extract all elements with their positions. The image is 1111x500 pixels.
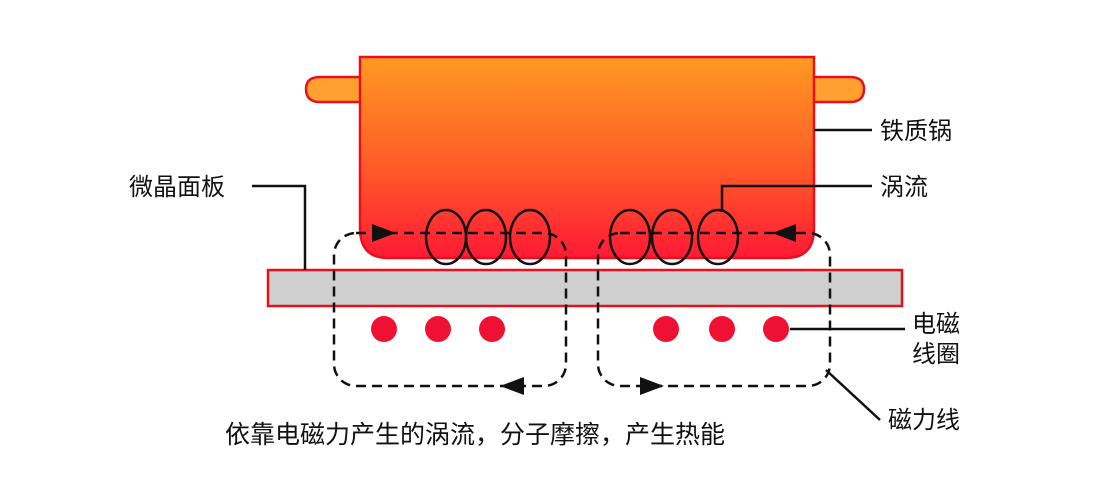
leader-eddy [720, 184, 872, 212]
induction-coil [371, 316, 789, 342]
coil-dot [425, 316, 451, 342]
leader-field [825, 369, 881, 421]
eddy-loop [608, 208, 652, 266]
pot-left-handle [304, 75, 364, 104]
eddy-currents-left [424, 208, 552, 266]
field-arrow-top-left [372, 224, 396, 242]
label-eddy-current: 涡流 [880, 173, 928, 201]
coil-dot [709, 316, 735, 342]
coil-dot [653, 316, 679, 342]
coil-dot [371, 316, 397, 342]
field-arrow-bottom-left [500, 377, 524, 395]
field-loop-left [332, 231, 568, 388]
leader-lines [252, 128, 905, 421]
ceramic-panel [266, 268, 904, 308]
eddy-loop [650, 208, 694, 266]
eddy-loop [508, 208, 552, 266]
field-loop-right [596, 231, 832, 388]
iron-pot [304, 55, 866, 260]
eddy-loop [696, 208, 740, 266]
label-coil-line2: 线圈 [912, 340, 960, 368]
leader-panel [252, 184, 307, 270]
pot-right-handle [810, 75, 866, 104]
label-iron-pot: 铁质锅 [880, 117, 952, 145]
coil-dot [479, 316, 505, 342]
label-ceramic-panel: 微晶面板 [129, 173, 225, 201]
eddy-currents-right [608, 208, 740, 266]
caption: 依靠电磁力产生的涡流，分子摩擦，产生热能 [225, 420, 725, 449]
field-arrow-top-right [772, 224, 796, 242]
coil-dot [763, 316, 789, 342]
eddy-loop [464, 208, 508, 266]
field-arrow-bottom-right [640, 377, 664, 395]
label-coil-line1: 电磁 [912, 310, 960, 338]
label-magnetic-field: 磁力线 [888, 406, 960, 434]
pot-body [358, 55, 816, 260]
